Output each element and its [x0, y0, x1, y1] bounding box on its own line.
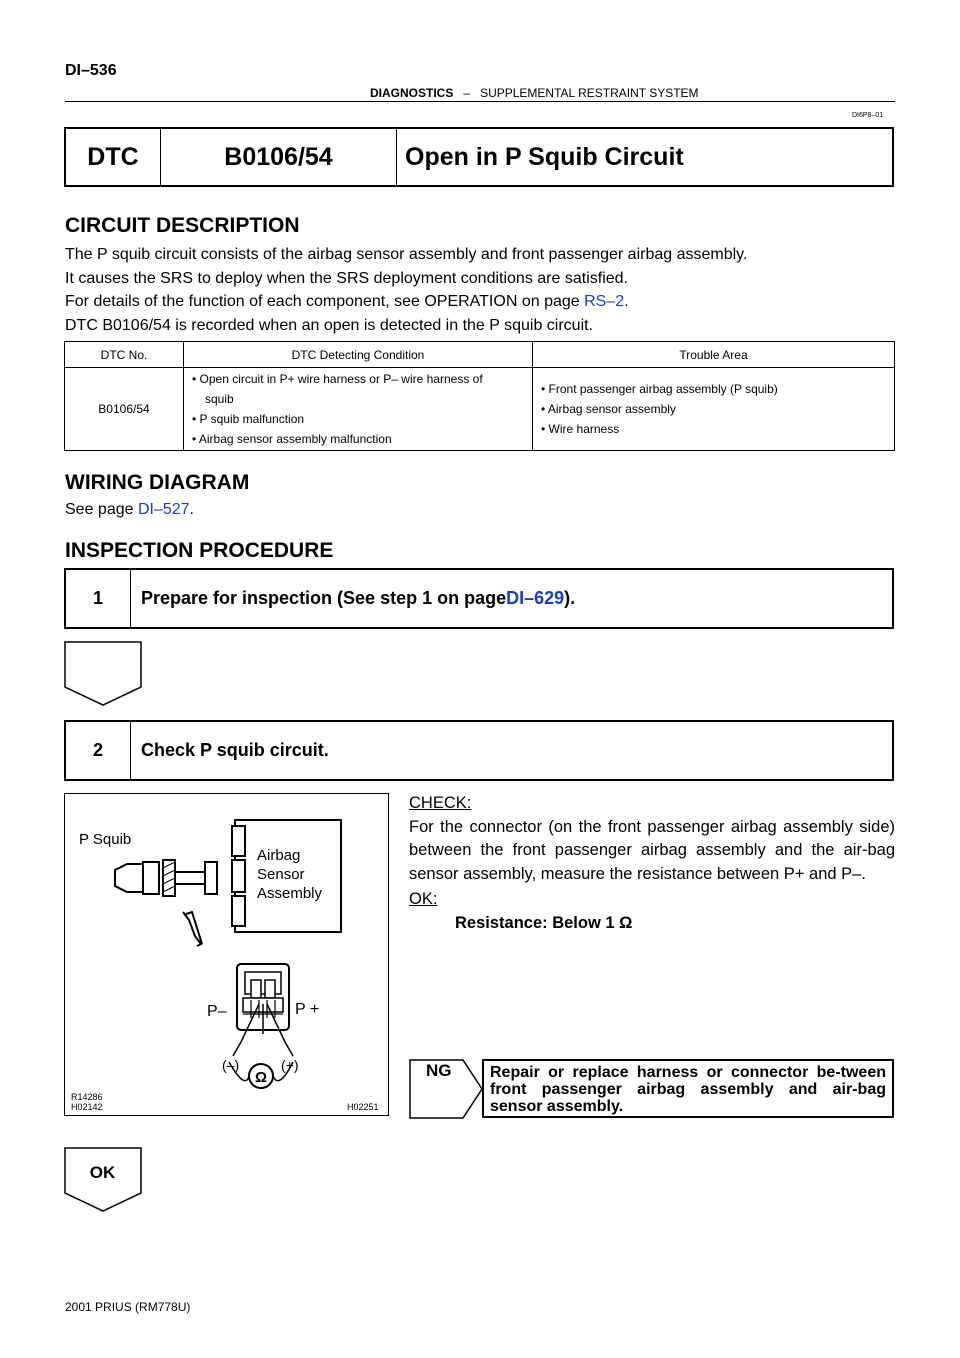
di-527-link[interactable]: DI–527	[137, 501, 190, 518]
section-subtitle: SUPPLEMENTAL RESTRAINT SYSTEM	[480, 86, 699, 100]
circuit-description-text: The P squib circuit consists of the airb…	[65, 243, 905, 337]
dtc-code: B0106/54	[161, 129, 397, 185]
page-number: DI–536	[65, 62, 117, 79]
inspection-procedure-heading: INSPECTION PROCEDURE	[65, 539, 334, 562]
section-title: DIAGNOSTICS	[370, 86, 454, 100]
figure-code-2: H02142	[71, 1102, 103, 1112]
check-label: CHECK:	[409, 794, 472, 812]
header-detecting-condition: DTC Detecting Condition	[183, 341, 533, 368]
ok-arrow	[64, 1147, 142, 1212]
step-2-title: Check P squib circuit.	[141, 740, 329, 760]
area-item: • Front passenger airbag assembly (P squ…	[541, 382, 778, 396]
pointer-arrow-icon	[182, 911, 203, 947]
table-cell-code: B0106/54	[64, 367, 184, 451]
sensor-terminal	[231, 825, 246, 857]
flow-arrow-step-1	[64, 641, 142, 706]
step-1-title-prefix: Prepare for inspection (See step 1 on pa…	[141, 588, 507, 608]
header-dtc-no: DTC No.	[64, 341, 184, 368]
sensor-terminal	[231, 895, 246, 927]
minus-terminal-label: (–)	[222, 1057, 239, 1073]
condition-item: • Airbag sensor assembly malfunction	[192, 432, 392, 446]
p-minus-label: P–	[207, 1003, 227, 1020]
squib-connector-neck	[174, 871, 206, 885]
ng-arrow	[409, 1059, 483, 1119]
figure-code-1: R14286	[71, 1092, 103, 1102]
circuit-description-heading: CIRCUIT DESCRIPTION	[65, 214, 300, 237]
step-1-number: 1	[66, 570, 131, 627]
figure-code-3: H02251	[347, 1102, 379, 1112]
connector-diagram-svg: P Squib Airbag Sensor Assembly P– P + (–…	[71, 819, 379, 1112]
ng-action-box: Repair or replace harness or connector b…	[482, 1059, 894, 1118]
area-item: • Airbag sensor assembly	[541, 402, 676, 416]
document-id: DI6P8–01	[852, 112, 884, 119]
dtc-table: DTC No. DTC Detecting Condition Trouble …	[64, 341, 895, 451]
header-trouble-area: Trouble Area	[532, 341, 895, 368]
table-cell-areas: • Front passenger airbag assembly (P squ…	[532, 367, 895, 451]
step-2-number: 2	[66, 722, 131, 779]
dtc-label: DTC	[66, 129, 161, 185]
step-2-box: 2 Check P squib circuit.	[64, 720, 894, 781]
ok-label: OK:	[409, 890, 438, 908]
step-1-title-suffix: ).	[564, 588, 576, 608]
step-1-box: 1 Prepare for inspection (See step 1 on …	[64, 568, 894, 629]
wiring-diagram-text: See page DI–527.	[65, 498, 194, 522]
dtc-title-box: DTC B0106/54 Open in P Squib Circuit	[64, 127, 894, 187]
condition-item: squib	[205, 392, 234, 406]
probe-lead-minus	[232, 1003, 260, 1057]
header-rule	[65, 101, 895, 102]
table-row: B0106/54 • Open circuit in P+ wire harne…	[64, 367, 895, 451]
p-plus-label: P +	[295, 1001, 319, 1018]
description-line-3: For details of the function of each comp…	[65, 290, 905, 314]
wiring-text-suffix: .	[189, 501, 194, 518]
dtc-table-header-row: DTC No. DTC Detecting Condition Trouble …	[64, 341, 895, 368]
ok-specification: Resistance: Below 1 Ω	[455, 913, 633, 932]
area-item: • Wire harness	[541, 422, 620, 436]
sensor-label: Sensor	[257, 866, 305, 883]
rs-2-link[interactable]: RS–2	[584, 293, 625, 310]
description-line-2: It causes the SRS to deploy when the SRS…	[65, 269, 628, 287]
dtc-title: Open in P Squib Circuit	[405, 142, 684, 171]
table-cell-conditions: • Open circuit in P+ wire harness or P– …	[183, 367, 533, 451]
ok-arrow-label: OK	[89, 1163, 116, 1182]
di-629-link[interactable]: DI–629	[506, 588, 565, 608]
ohm-symbol: Ω	[255, 1069, 267, 1086]
ng-label: NG	[426, 1061, 452, 1080]
plus-terminal-label: (+)	[281, 1057, 299, 1073]
check-section: CHECK: For the connector (on the front p…	[409, 792, 895, 935]
description-line-3-prefix: For details of the function of each comp…	[65, 293, 585, 310]
airbag-label: Airbag	[257, 847, 300, 864]
description-line-1: The P squib circuit consists of the airb…	[65, 246, 748, 263]
section-separator: –	[463, 86, 471, 100]
wiring-diagram-heading: WIRING DIAGRAM	[65, 471, 250, 494]
squib-plug	[114, 863, 144, 893]
squib-connector-end	[204, 861, 218, 895]
description-line-3-suffix: .	[624, 293, 629, 310]
description-line-4: DTC B0106/54 is recorded when an open is…	[65, 316, 594, 334]
squib-connector-body	[142, 861, 160, 895]
probe-lead-plus	[266, 1003, 294, 1057]
step-1-title: Prepare for inspection (See step 1 on pa…	[131, 570, 575, 627]
condition-item: • Open circuit in P+ wire harness or P– …	[192, 372, 483, 386]
wiring-text-prefix: See page	[65, 501, 138, 518]
check-instruction: For the connector (on the front passenge…	[409, 817, 895, 883]
connector-illustration: P Squib Airbag Sensor Assembly P– P + (–…	[64, 793, 389, 1116]
footer-text: 2001 PRIUS (RM778U)	[65, 1300, 191, 1314]
assembly-label: Assembly	[257, 885, 323, 902]
condition-item: • P squib malfunction	[192, 412, 305, 426]
p-squib-label: P Squib	[79, 831, 131, 848]
section-header: DIAGNOSTICS – SUPPLEMENTAL RESTRAINT SYS…	[370, 86, 699, 100]
sensor-terminal	[231, 859, 246, 893]
